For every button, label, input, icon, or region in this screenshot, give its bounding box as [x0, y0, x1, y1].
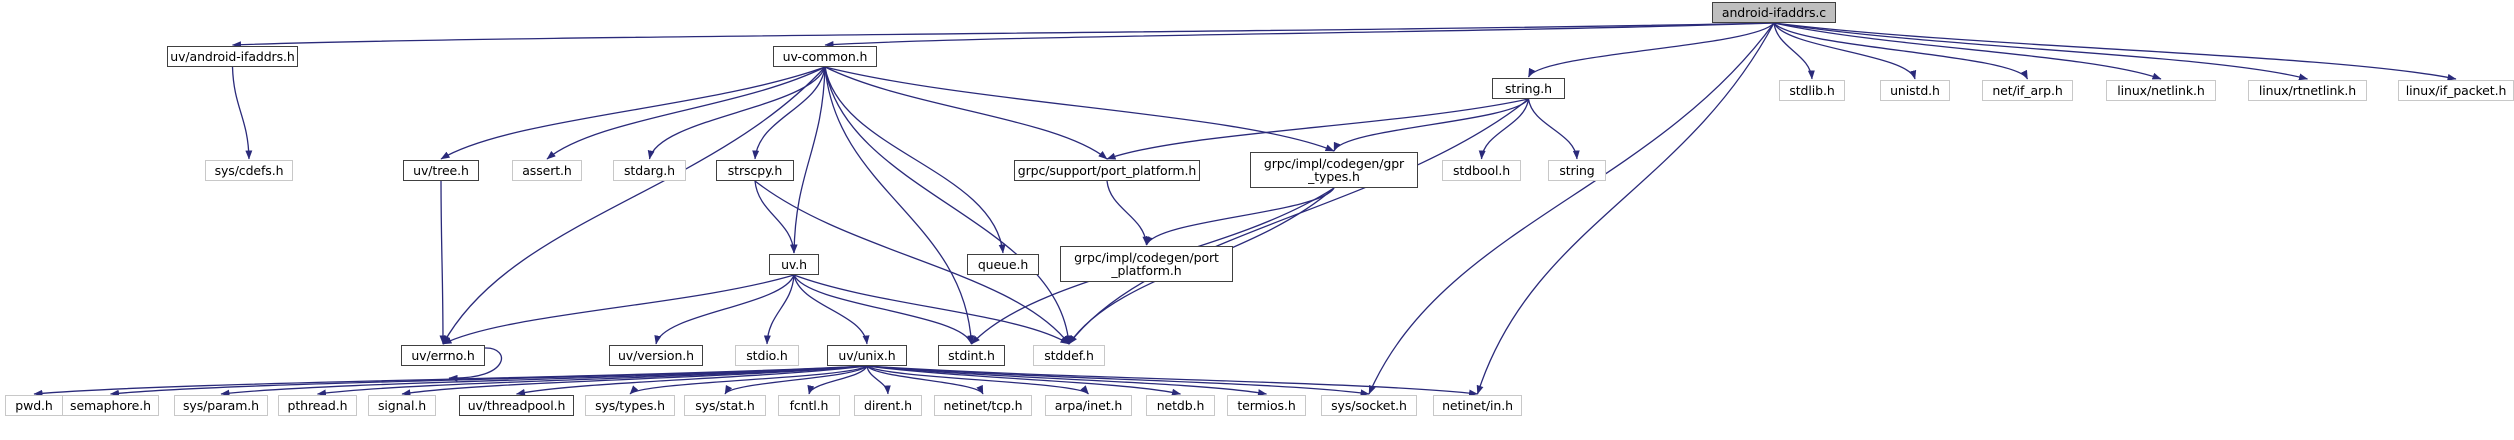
edge-uv-tree-h-to-uv-errno-h — [439, 180, 447, 345]
graph-node-stdlib-h[interactable]: stdlib.h — [1779, 80, 1845, 101]
edge-root-to-stdlib-h — [1773, 22, 1815, 80]
graph-node-uv-errno-h[interactable]: uv/errno.h — [401, 345, 485, 366]
edge-uv-unix-h-to-semaphore-h — [110, 365, 868, 397]
graph-node-sys-socket-h[interactable]: sys/socket.h — [1321, 395, 1417, 416]
edge-uv-common-h-to-uv-h — [790, 66, 826, 254]
edge-uv-common-h-to-uv-tree-h — [440, 66, 826, 160]
edge-strscpy-h-to-uv-h — [754, 180, 797, 254]
graph-node-arpa-inet-h[interactable]: arpa/inet.h — [1045, 395, 1132, 416]
graph-node-stdio-h[interactable]: stdio.h — [735, 345, 799, 366]
edge-uv-unix-h-to-sys-param-h — [220, 365, 868, 397]
graph-node-stdint-h[interactable]: stdint.h — [938, 345, 1005, 366]
edge-uv-common-h-to-stdint-h — [824, 66, 975, 345]
graph-node-uv-android-ifaddrs-h[interactable]: uv/android-ifaddrs.h — [167, 46, 298, 67]
graph-node-uv-common-h[interactable]: uv-common.h — [773, 46, 877, 67]
graph-node-grpc-support-port-platform-h[interactable]: grpc/support/port_platform.h — [1014, 160, 1200, 181]
graph-node-string-h[interactable]: string.h — [1492, 78, 1565, 99]
graph-node-grpc-port-platform-h[interactable]: grpc/impl/codegen/port _platform.h — [1060, 246, 1233, 282]
edge-uv-h-to-uv-version-h — [654, 274, 795, 345]
edge-uv-h-to-stdio-h — [763, 274, 795, 345]
edge-root-to-linux-if-packet-h — [1773, 22, 2457, 81]
edge-uv-common-h-to-stdarg-h — [647, 66, 826, 160]
edge-uv-common-h-to-stddef-h — [824, 66, 1072, 345]
edge-uv-unix-h-to-dirent-h — [866, 365, 891, 395]
graph-node-netinet-tcp-h[interactable]: netinet/tcp.h — [934, 395, 1032, 416]
graph-node-stddef-h[interactable]: stddef.h — [1033, 345, 1105, 366]
edge-uv-h-to-stddef-h — [793, 274, 1070, 345]
graph-node-termios-h[interactable]: termios.h — [1227, 395, 1306, 416]
edge-uv-h-to-uv-errno-h — [442, 274, 795, 345]
edge-uv-unix-h-to-pthread-h — [317, 365, 868, 397]
graph-node-stdarg-h[interactable]: stdarg.h — [613, 160, 686, 181]
graph-node-queue-h[interactable]: queue.h — [967, 254, 1039, 275]
edge-root-to-linux-rtnetlink-h — [1773, 22, 2308, 81]
edge-uv-unix-h-to-sys-stat-h — [724, 365, 868, 395]
edge-uv-unix-h-to-netdb-h — [866, 365, 1181, 396]
edge-root-to-unistd-h — [1773, 22, 1917, 80]
graph-node-uv-threadpool-h[interactable]: uv/threadpool.h — [459, 395, 574, 416]
graph-node-uv-tree-h[interactable]: uv/tree.h — [403, 160, 479, 181]
edge-uv-common-h-to-strscpy-h — [752, 66, 826, 160]
edge-uv-common-h-to-grpc-support-port-platform-h — [824, 66, 1108, 160]
graph-node-root[interactable]: android-ifaddrs.c — [1712, 2, 1836, 23]
edge-uv-unix-h-to-pwd-h — [33, 365, 868, 397]
graph-node-semaphore-h[interactable]: semaphore.h — [62, 395, 159, 416]
graph-node-unistd-h[interactable]: unistd.h — [1880, 80, 1950, 101]
edge-uv-unix-h-to-arpa-inet-h — [866, 365, 1089, 395]
graph-node-string-cpp[interactable]: string — [1548, 160, 1606, 181]
graph-node-pthread-h[interactable]: pthread.h — [278, 395, 357, 416]
graph-node-linux-netlink-h[interactable]: linux/netlink.h — [2106, 80, 2216, 101]
edge-string-h-to-stdbool-h — [1478, 98, 1530, 160]
edge-uv-unix-h-to-termios-h — [866, 365, 1267, 396]
graph-node-netdb-h[interactable]: netdb.h — [1146, 395, 1215, 416]
edge-root-to-sys-socket-h — [1368, 22, 1775, 395]
edge-string-h-to-string-cpp — [1527, 98, 1580, 160]
graph-node-assert-h[interactable]: assert.h — [512, 160, 582, 181]
edge-uv-common-h-to-queue-h — [824, 66, 1006, 254]
graph-node-signal-h[interactable]: signal.h — [368, 395, 436, 416]
graph-node-uv-h[interactable]: uv.h — [769, 254, 819, 275]
edge-grpc-gpr-types-h-to-grpc-port-platform-h — [1145, 187, 1335, 246]
edge-uv-common-h-to-uv-errno-h — [442, 66, 826, 345]
edge-uv-android-ifaddrs-h-to-sys-cdefs-h — [231, 66, 253, 160]
edge-string-h-to-grpc-support-port-platform-h — [1106, 98, 1529, 160]
edge-root-to-string-h — [1527, 22, 1775, 78]
graph-node-netinet-in-h[interactable]: netinet/in.h — [1433, 395, 1522, 416]
edge-uv-unix-h-to-sys-socket-h — [866, 365, 1370, 397]
graph-node-net-if-arp-h[interactable]: net/if_arp.h — [1982, 80, 2073, 101]
graph-node-sys-cdefs-h[interactable]: sys/cdefs.h — [205, 160, 293, 181]
edge-root-to-uv-android-ifaddrs-h — [232, 22, 1775, 49]
graph-node-sys-types-h[interactable]: sys/types.h — [585, 395, 675, 416]
edge-uv-common-h-to-grpc-gpr-types-h — [824, 66, 1335, 152]
edge-grpc-support-port-platform-h-to-grpc-port-platform-h — [1106, 180, 1150, 246]
edge-uv-unix-h-to-signal-h — [401, 365, 868, 397]
graph-node-dirent-h[interactable]: dirent.h — [854, 395, 922, 416]
edge-string-h-to-stddef-h — [1068, 98, 1529, 345]
edge-uv-unix-h-to-uv-threadpool-h — [516, 365, 868, 396]
edge-string-h-to-grpc-gpr-types-h — [1333, 98, 1530, 152]
edge-root-to-net-if-arp-h — [1773, 22, 2029, 80]
graph-node-linux-rtnetlink-h[interactable]: linux/rtnetlink.h — [2248, 80, 2367, 101]
edge-uv-unix-h-to-netinet-in-h — [866, 365, 1478, 397]
edge-root-to-linux-netlink-h — [1773, 22, 2162, 80]
graph-node-grpc-gpr-types-h[interactable]: grpc/impl/codegen/gpr _types.h — [1250, 152, 1418, 188]
edge-uv-unix-h-to-sys-types-h — [629, 365, 868, 395]
edge-uv-h-to-stdint-h — [793, 274, 973, 345]
graph-node-stdbool-h[interactable]: stdbool.h — [1442, 160, 1521, 181]
edge-uv-common-h-to-assert-h — [546, 66, 826, 160]
edge-uv-h-to-uv-unix-h — [793, 274, 870, 345]
graph-node-fcntl-h[interactable]: fcntl.h — [778, 395, 840, 416]
graph-node-pwd-h[interactable]: pwd.h — [5, 395, 63, 416]
graph-node-sys-param-h[interactable]: sys/param.h — [174, 395, 268, 416]
graph-node-sys-stat-h[interactable]: sys/stat.h — [684, 395, 766, 416]
edge-root-to-uv-common-h — [824, 22, 1775, 49]
edge-uv-unix-h-to-fcntl-h — [807, 365, 868, 395]
graph-node-strscpy-h[interactable]: strscpy.h — [716, 160, 794, 181]
edge-uv-unix-h-to-netinet-tcp-h — [866, 365, 984, 395]
graph-node-uv-version-h[interactable]: uv/version.h — [609, 345, 703, 366]
graph-node-linux-if-packet-h[interactable]: linux/if_packet.h — [2398, 80, 2514, 101]
graph-node-uv-unix-h[interactable]: uv/unix.h — [827, 345, 907, 366]
